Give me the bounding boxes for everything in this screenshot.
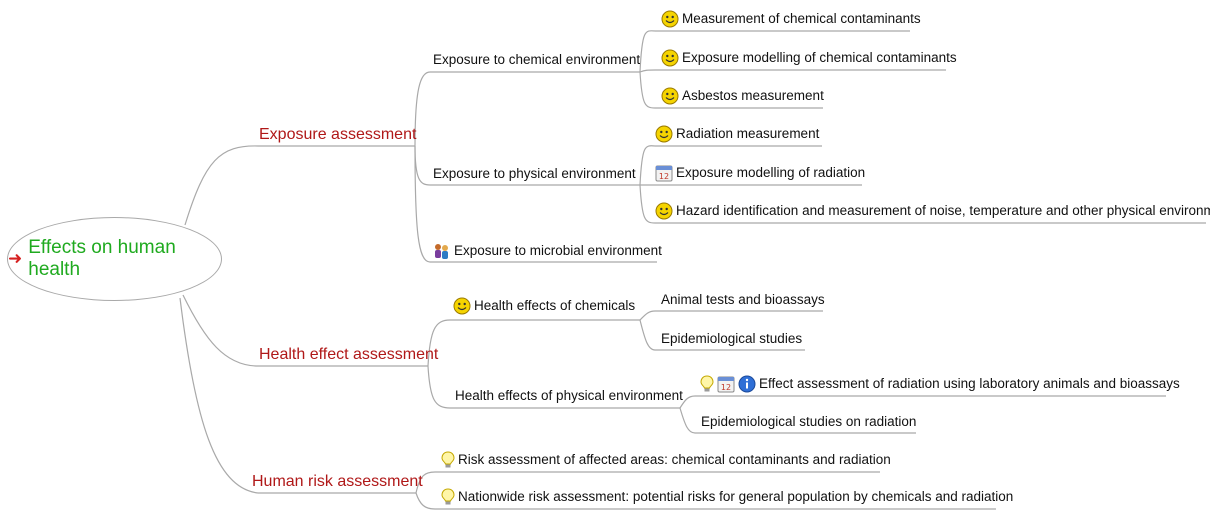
- node-exposure-assessment[interactable]: Exposure assessment: [259, 125, 416, 145]
- node-health-effects-chemicals[interactable]: Health effects of chemicals: [453, 296, 635, 316]
- node-label: Human risk assessment: [252, 473, 423, 490]
- node-effect-assessment-radiation[interactable]: 12 Effect assessment of radiation using …: [700, 374, 1180, 394]
- arrow-icon: ➜: [8, 249, 23, 268]
- node-nationwide-risk[interactable]: Nationwide risk assessment: potential ri…: [441, 487, 1013, 507]
- node-radiation-measurement[interactable]: Radiation measurement: [655, 124, 819, 144]
- node-label: Exposure modelling of chemical contamina…: [682, 50, 957, 65]
- node-animal-tests[interactable]: Animal tests and bioassays: [661, 290, 825, 310]
- node-risk-affected-areas[interactable]: Risk assessment of affected areas: chemi…: [441, 450, 891, 470]
- node-label: Epidemiological studies on radiation: [701, 414, 917, 429]
- lightbulb-icon: [441, 488, 455, 506]
- node-label: Asbestos measurement: [682, 88, 824, 103]
- node-exposure-modelling-radiation[interactable]: 12 Exposure modelling of radiation: [655, 163, 865, 183]
- node-epidemiological-studies[interactable]: Epidemiological studies: [661, 329, 802, 349]
- node-label: Effect assessment of radiation using lab…: [759, 376, 1180, 391]
- node-epidemiological-radiation[interactable]: Epidemiological studies on radiation: [701, 412, 916, 432]
- node-exposure-microbial[interactable]: Exposure to microbial environment: [433, 241, 662, 261]
- node-label: Health effects of physical environment: [455, 388, 683, 403]
- lightbulb-icon: [441, 451, 455, 469]
- node-label: Measurement of chemical contaminants: [682, 11, 921, 26]
- root-node[interactable]: ➜ Effects on human health: [7, 217, 222, 301]
- node-label: Health effects of chemicals: [474, 298, 636, 313]
- root-label: Effects on human health: [28, 237, 176, 280]
- node-label: Radiation measurement: [676, 126, 820, 141]
- people-icon: [433, 242, 451, 260]
- smiley-icon: [661, 87, 679, 105]
- node-hazard-identification[interactable]: Hazard identification and measurement of…: [655, 201, 1210, 221]
- node-measurement-chemical[interactable]: Measurement of chemical contaminants: [661, 9, 921, 29]
- node-label: Nationwide risk assessment: potential ri…: [458, 489, 1014, 504]
- smiley-icon: [655, 125, 673, 143]
- info-icon: [738, 375, 756, 393]
- node-health-effect-assessment[interactable]: Health effect assessment: [259, 345, 438, 365]
- node-label: Epidemiological studies: [661, 331, 803, 346]
- node-label: Health effect assessment: [259, 346, 439, 363]
- smiley-icon: [655, 202, 673, 220]
- svg-text:12: 12: [659, 172, 669, 181]
- smiley-icon: [453, 297, 471, 315]
- calendar-icon: 12: [717, 375, 735, 393]
- svg-text:12: 12: [721, 383, 731, 392]
- node-exposure-chemical[interactable]: Exposure to chemical environment: [433, 50, 640, 70]
- node-label: Exposure modelling of radiation: [676, 165, 866, 180]
- node-label: Animal tests and bioassays: [661, 292, 825, 307]
- node-label: Hazard identification and measurement of…: [676, 203, 1210, 218]
- node-health-effects-physical[interactable]: Health effects of physical environment: [455, 386, 683, 406]
- calendar-icon: 12: [655, 164, 673, 182]
- node-label: Risk assessment of affected areas: chemi…: [458, 452, 891, 467]
- node-label: Exposure assessment: [259, 126, 417, 143]
- node-asbestos-measurement[interactable]: Asbestos measurement: [661, 86, 824, 106]
- node-label: Exposure to chemical environment: [433, 52, 641, 67]
- node-human-risk-assessment[interactable]: Human risk assessment: [252, 472, 423, 492]
- node-label: Exposure to microbial environment: [454, 243, 662, 258]
- lightbulb-icon: [700, 375, 714, 393]
- node-exposure-modelling-chemical[interactable]: Exposure modelling of chemical contamina…: [661, 48, 957, 68]
- node-exposure-physical[interactable]: Exposure to physical environment: [433, 164, 636, 184]
- smiley-icon: [661, 10, 679, 28]
- node-label: Exposure to physical environment: [433, 166, 636, 181]
- smiley-icon: [661, 49, 679, 67]
